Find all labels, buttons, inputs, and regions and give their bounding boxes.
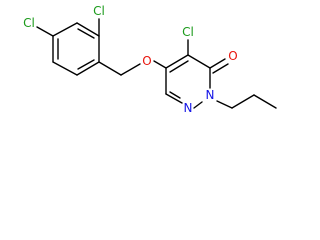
atom-cl-aryl-ortho: Cl xyxy=(93,4,105,18)
bond-ring-n1-c6 xyxy=(165,93,183,104)
bond-butyl-2 xyxy=(231,94,255,109)
bond-aryl-4-inner xyxy=(77,59,95,70)
bond-ring-c4-c3 xyxy=(187,54,211,69)
atom-o-carbonyl: O xyxy=(228,49,237,63)
bond-ring-c5-c4 xyxy=(165,54,189,69)
bond-butyl-1 xyxy=(216,100,233,109)
atom-cl-pyridazinone: Cl xyxy=(182,25,194,39)
atom-o-ether: O xyxy=(142,54,151,68)
bond-aryl-5 xyxy=(52,61,78,76)
atom-n-1: N xyxy=(184,101,193,115)
bond-aryl-2 xyxy=(76,22,100,37)
bond-ch2-o xyxy=(120,63,141,76)
atom-labels: Cl Cl Cl O O N N xyxy=(23,4,238,115)
atom-cl-aryl-para: Cl xyxy=(23,16,35,30)
bonds xyxy=(36,18,277,109)
bond-benzyl xyxy=(98,61,122,76)
bond-aryl-2-inner xyxy=(77,28,95,39)
chemical-structure-diagram: Cl Cl Cl O O N N xyxy=(23,4,277,115)
bond-ring-n2-n1 xyxy=(193,101,203,109)
bond-ring-c5-c4-inner xyxy=(169,60,189,73)
atom-n-2: N xyxy=(206,88,215,102)
bond-butyl-3 xyxy=(253,94,277,109)
bond-aryl-4 xyxy=(76,61,100,76)
bond-c3-o-b xyxy=(212,63,229,74)
bond-o-ring xyxy=(153,60,167,69)
bond-aryl-1 xyxy=(52,22,78,37)
bond-ring-n1-c6-inner xyxy=(169,91,181,99)
bond-aryl-cl-para xyxy=(36,26,54,37)
bond-c3-o-a xyxy=(209,58,226,69)
